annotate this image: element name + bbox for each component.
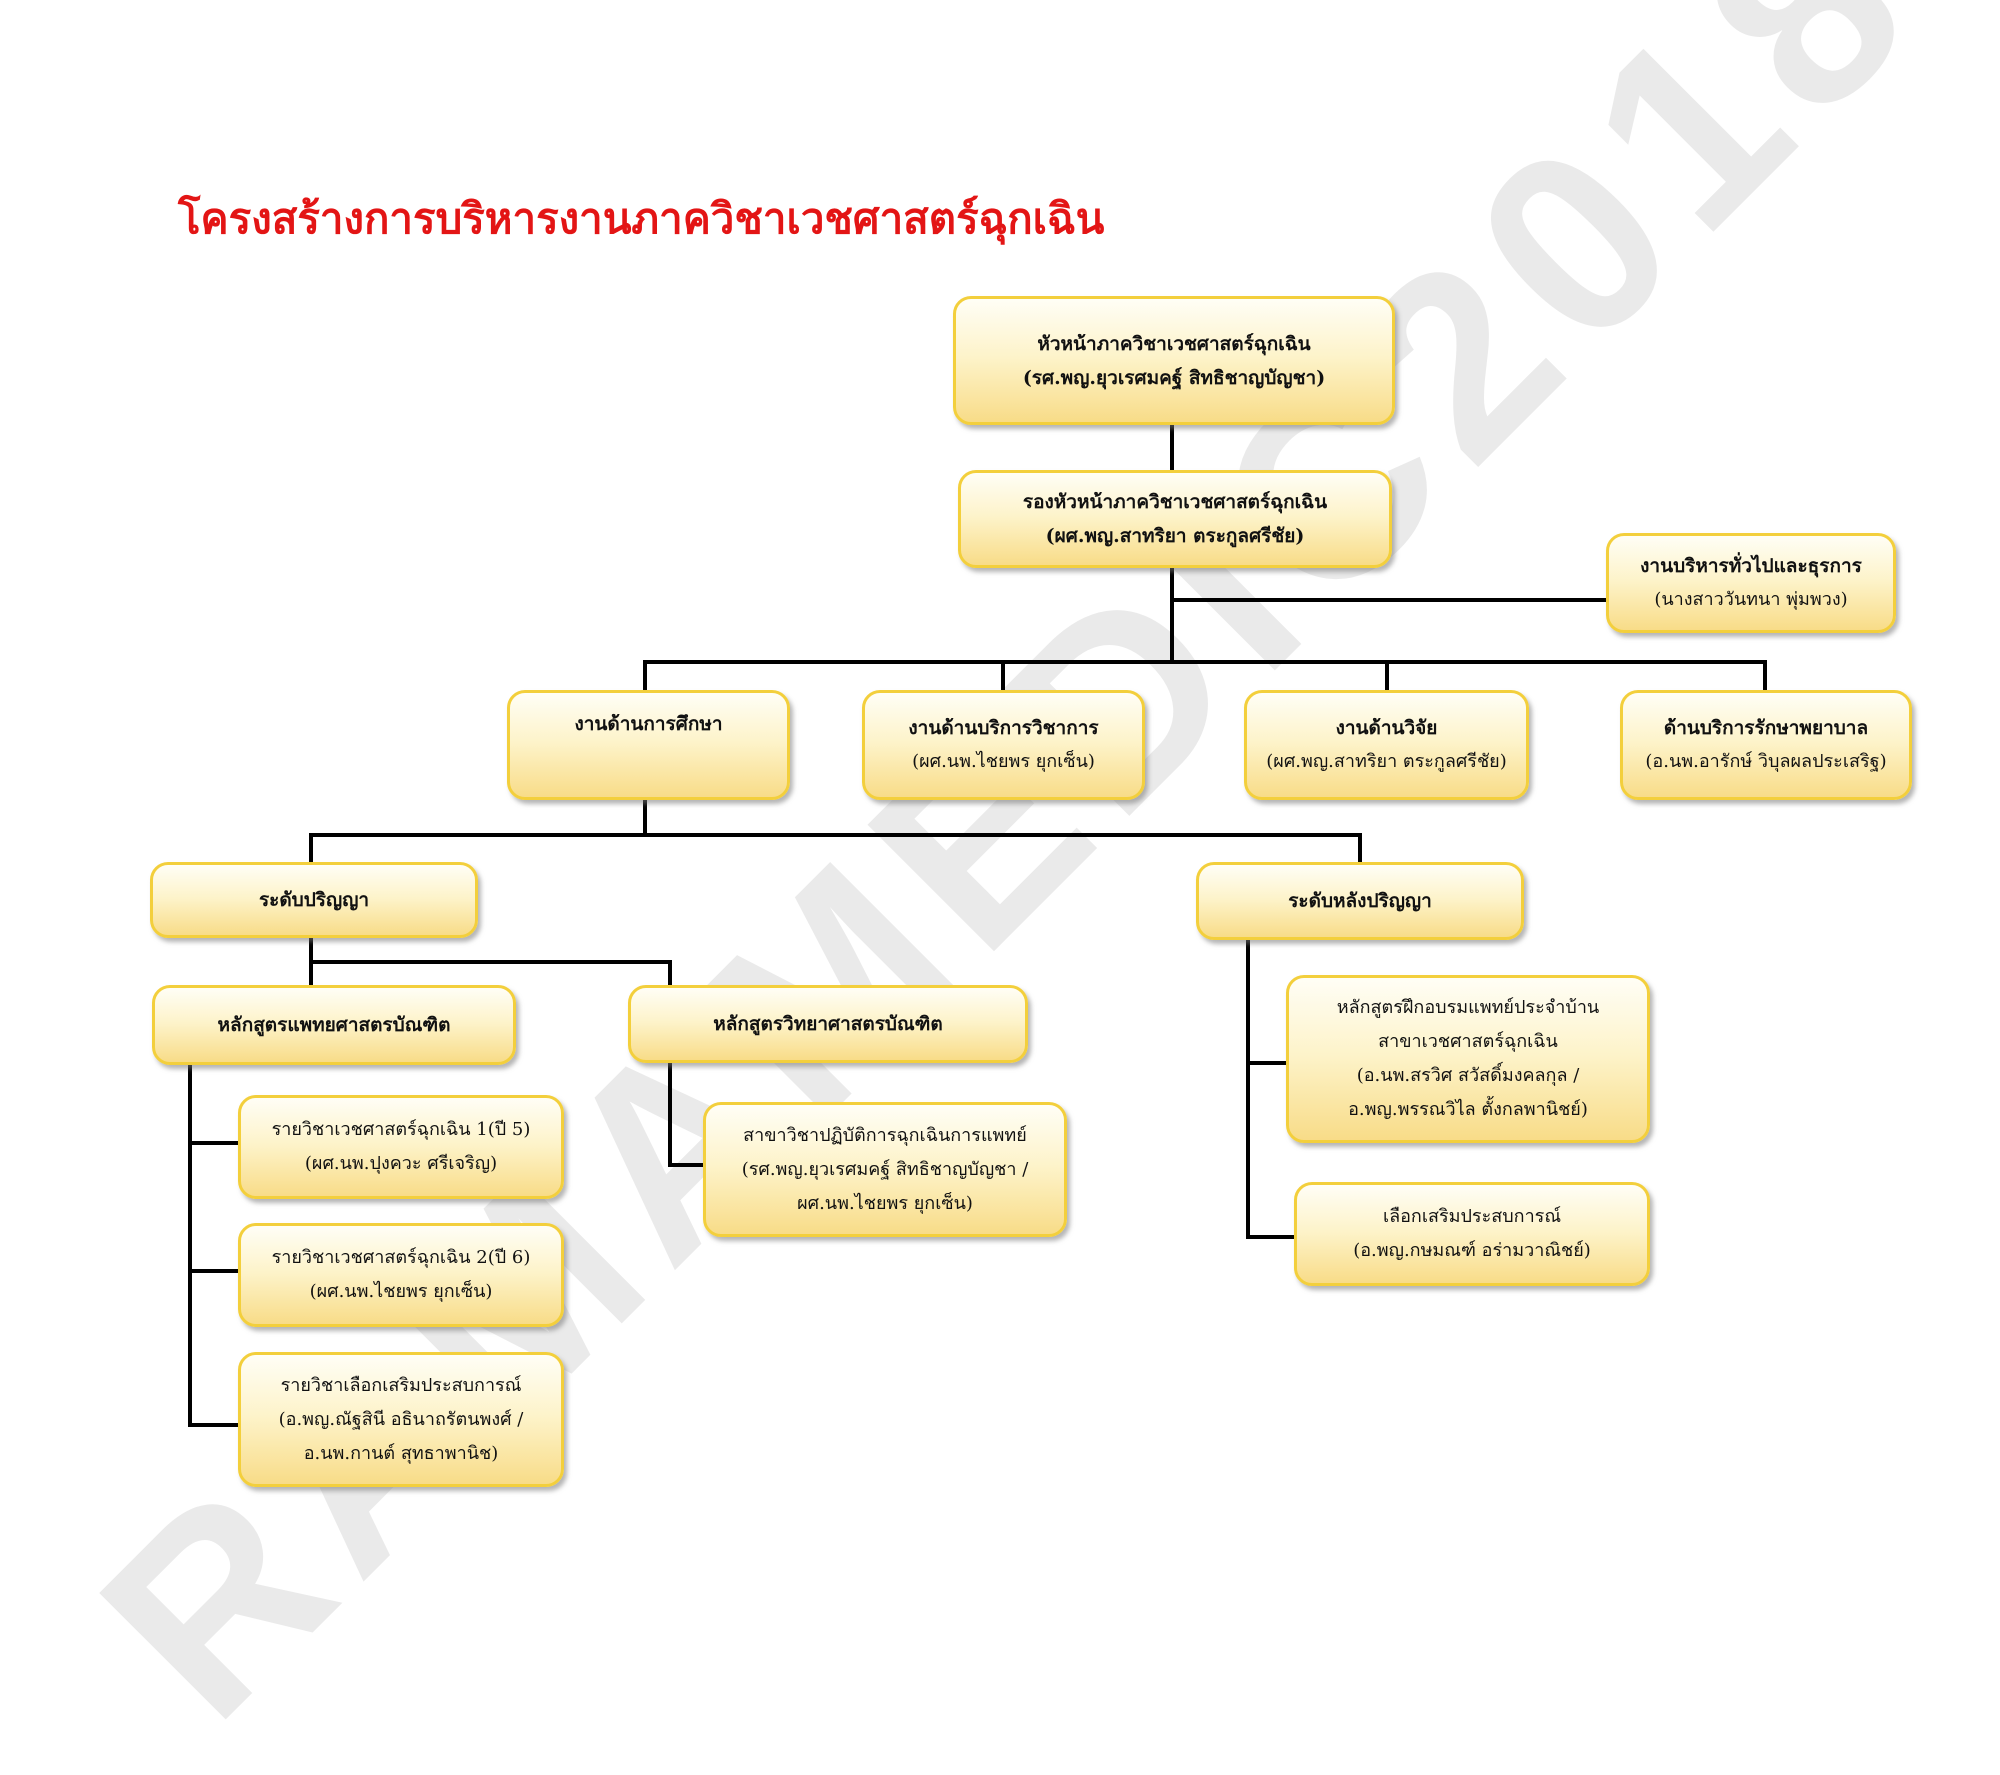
node-postgrad: ระดับหลังปริญญา [1196, 862, 1524, 940]
node-sci-program-title: หลักสูตรวิทยาศาสตรบัณฑิต [713, 1013, 943, 1035]
node-deputy-title: รองหัวหน้าภาควิชาเวชศาสตร์ฉุกเฉิน [1022, 491, 1328, 513]
node-admin: งานบริหารทั่วไปและธุรการ (นางสาววันทนา พ… [1606, 533, 1896, 633]
node-paramedic: สาขาวิชาปฏิบัติการฉุกเฉินการแพทย์ (รศ.พญ… [703, 1102, 1067, 1237]
node-em1-person: (ผศ.นพ.ปุงควะ ศรีเจริญ) [304, 1153, 498, 1174]
node-deputy: รองหัวหน้าภาควิชาเวชศาสตร์ฉุกเฉิน (ผศ.พญ… [958, 470, 1392, 568]
node-elective: รายวิชาเลือกเสริมประสบการณ์ (อ.พญ.ณัฐสิน… [238, 1352, 564, 1487]
node-academic-service: งานด้านบริการวิชาการ (ผศ.นพ.ไชยพร ยุกเซ็… [862, 690, 1145, 800]
node-academic-service-person: (ผศ.นพ.ไชยพร ยุกเซ็น) [912, 751, 1095, 772]
node-residency-person-2: อ.พญ.พรรณวิไล ตั้งกลพานิชย์) [1348, 1099, 1588, 1120]
node-em1: รายวิชาเวชศาสตร์ฉุกเฉิน 1(ปี 5) (ผศ.นพ.ป… [238, 1095, 564, 1199]
node-md-program: หลักสูตรแพทยศาสตรบัณฑิต [152, 985, 516, 1065]
node-paramedic-person: (รศ.พญ.ยุวเรศมคฐ์ สิทธิชาญบัญชา / [741, 1158, 1029, 1180]
node-elective-person: (อ.พญ.ณัฐสินี อธินาถรัตนพงศ์ / [278, 1408, 524, 1430]
node-education-title: งานด้านการศึกษา [574, 713, 723, 735]
node-residency: หลักสูตรฝึกอบรมแพทย์ประจำบ้าน สาขาเวชศาส… [1286, 975, 1650, 1143]
node-postgrad-title: ระดับหลังปริญญา [1288, 890, 1432, 912]
page-title: โครงสร้างการบริหารงานภาควิชาเวชศาสตร์ฉุก… [178, 194, 1105, 243]
node-research-person: (ผศ.พญ.สาทริยา ตระกูลศรีชัย) [1266, 751, 1507, 772]
node-academic-service-title: งานด้านบริการวิชาการ [908, 717, 1099, 739]
connector-lines [188, 423, 1767, 1427]
node-residency-person: (อ.นพ.สรวิศ สวัสดิ์มงคลกุล / [1356, 1065, 1580, 1086]
node-em2-person: (ผศ.นพ.ไชยพร ยุกเซ็น) [309, 1281, 493, 1302]
node-em1-title: รายวิชาเวชศาสตร์ฉุกเฉิน 1(ปี 5) [271, 1119, 531, 1140]
node-em2: รายวิชาเวชศาสตร์ฉุกเฉิน 2(ปี 6) (ผศ.นพ.ไ… [238, 1223, 564, 1327]
node-post-elective: เลือกเสริมประสบการณ์ (อ.พญ.กษมณฑ์ อร่ามว… [1294, 1182, 1650, 1286]
node-elective-person-2: อ.นพ.กานต์ สุทธาพานิช) [303, 1442, 499, 1464]
node-sci-program: หลักสูตรวิทยาศาสตรบัณฑิต [628, 985, 1028, 1063]
node-medical-service-person: (อ.นพ.อารักษ์ วิบุลผลประเสริฐ) [1645, 751, 1887, 772]
node-md-program-title: หลักสูตรแพทยศาสตรบัณฑิต [217, 1014, 451, 1036]
node-elective-title: รายวิชาเลือกเสริมประสบการณ์ [280, 1374, 522, 1396]
node-research: งานด้านวิจัย (ผศ.พญ.สาทริยา ตระกูลศรีชัย… [1244, 690, 1529, 800]
node-paramedic-title: สาขาวิชาปฏิบัติการฉุกเฉินการแพทย์ [743, 1124, 1027, 1146]
node-head-title: หัวหน้าภาควิชาเวชศาสตร์ฉุกเฉิน [1037, 332, 1311, 355]
node-education: งานด้านการศึกษา [507, 690, 790, 800]
node-admin-person: (นางสาววันทนา พุ่มพวง) [1654, 589, 1848, 610]
node-undergrad: ระดับปริญญา [150, 862, 478, 938]
node-residency-title: หลักสูตรฝึกอบรมแพทย์ประจำบ้าน [1336, 997, 1600, 1018]
node-medical-service-title: ด้านบริการรักษาพยาบาล [1663, 717, 1869, 739]
node-head-person: (รศ.พญ.ยุวเรศมคฐ์ สิทธิชาญบัญชา) [1022, 366, 1326, 389]
node-admin-title: งานบริหารทั่วไปและธุรการ [1640, 555, 1862, 577]
node-medical-service: ด้านบริการรักษาพยาบาล (อ.นพ.อารักษ์ วิบุ… [1620, 690, 1912, 800]
node-post-elective-person: (อ.พญ.กษมณฑ์ อร่ามวาณิชย์) [1353, 1240, 1591, 1261]
node-research-title: งานด้านวิจัย [1335, 717, 1438, 739]
node-paramedic-person-2: ผศ.นพ.ไชยพร ยุกเซ็น) [797, 1192, 973, 1214]
node-post-elective-title: เลือกเสริมประสบการณ์ [1382, 1206, 1562, 1227]
node-residency-line-2: สาขาเวชศาสตร์ฉุกเฉิน [1378, 1031, 1558, 1052]
node-undergrad-title: ระดับปริญญา [258, 889, 370, 911]
node-em2-title: รายวิชาเวชศาสตร์ฉุกเฉิน 2(ปี 6) [271, 1247, 531, 1268]
node-deputy-person: (ผศ.พญ.สาทริยา ตระกูลศรีชัย) [1045, 525, 1305, 547]
node-head: หัวหน้าภาควิชาเวชศาสตร์ฉุกเฉิน (รศ.พญ.ยุ… [953, 296, 1395, 425]
